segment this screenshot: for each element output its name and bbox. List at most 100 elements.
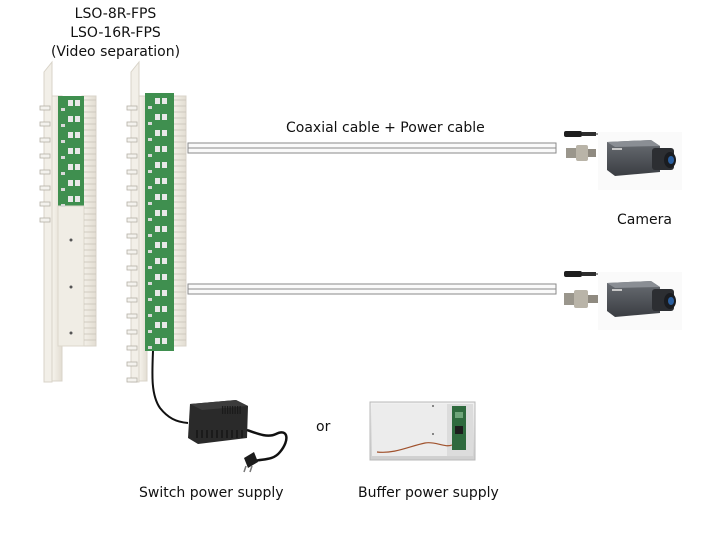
title-line-model-8: LSO-8R-FPS — [74, 6, 157, 22]
vent-slot — [227, 406, 229, 414]
terminal-pin — [126, 297, 138, 303]
vent-slot — [237, 406, 239, 414]
terminal-pin — [126, 137, 138, 143]
terminal-pin — [126, 121, 138, 127]
diagram-title: LSO-8R-FPS LSO-16R-FPS (Video separation… — [48, 5, 183, 62]
vent-slot — [229, 406, 231, 414]
vent-slot — [206, 430, 208, 438]
pcb-component — [148, 186, 152, 189]
terminal-pin — [126, 361, 138, 367]
cable-label: Coaxial cable + Power cable — [286, 120, 485, 136]
pcb-component — [75, 180, 80, 186]
pcb-component — [75, 132, 80, 138]
pcb-component — [68, 116, 73, 122]
pcb-component — [68, 196, 73, 202]
camera-body — [607, 140, 676, 176]
camera-2 — [564, 271, 682, 330]
pcb-component — [61, 140, 65, 143]
pcb-component — [148, 298, 152, 301]
pcb-component — [148, 170, 152, 173]
pcb-component — [155, 114, 160, 120]
pcb-component — [148, 218, 152, 221]
terminal-pin — [126, 377, 138, 383]
panel-lso-16r-fps — [126, 60, 187, 383]
pcb-component — [155, 306, 160, 312]
pcb-component — [155, 130, 160, 136]
terminal-pin — [126, 105, 138, 111]
pcb-component — [162, 178, 167, 184]
vent-slot — [236, 430, 238, 438]
pcb-component — [61, 156, 65, 159]
pcb-component — [68, 132, 73, 138]
pcb-component — [162, 130, 167, 136]
pcb-component — [61, 108, 65, 111]
title-line-model-16: LSO-16R-FPS — [70, 25, 161, 41]
pcb-component — [162, 194, 167, 200]
terminal-pin — [126, 265, 138, 271]
terminal-pin — [39, 185, 51, 191]
pcb-component — [148, 266, 152, 269]
terminal-pin — [126, 201, 138, 207]
terminal-pin — [39, 153, 51, 159]
pcb-component — [75, 100, 80, 106]
switch-power-supply-label: Switch power supply — [139, 485, 284, 501]
pcb-component — [162, 274, 167, 280]
terminal-pin — [126, 169, 138, 175]
terminal-pin — [126, 233, 138, 239]
camera-1 — [564, 131, 682, 190]
pcb-component — [148, 282, 152, 285]
title-line-function: (Video separation) — [50, 44, 181, 60]
coaxial-power-cable-1 — [187, 142, 557, 154]
pcb-component — [148, 106, 152, 109]
pcb-component — [155, 210, 160, 216]
pcb-component — [162, 210, 167, 216]
terminal-pin — [126, 217, 138, 223]
vent-slot — [231, 430, 233, 438]
pcb-component — [75, 196, 80, 202]
dc-power-plug — [564, 131, 600, 137]
pcb-component — [68, 100, 73, 106]
pcb-component — [148, 346, 152, 349]
pcb-component — [162, 306, 167, 312]
pcb-component — [162, 258, 167, 264]
vent-slot — [196, 430, 198, 438]
pcb-component — [75, 148, 80, 154]
pcb-component — [148, 250, 152, 253]
terminal-pin — [39, 201, 51, 207]
vent-slot — [241, 430, 243, 438]
vent-slot — [239, 406, 241, 414]
vent-slot — [226, 430, 228, 438]
camera-label: Camera — [617, 212, 672, 228]
pcb-component — [155, 226, 160, 232]
pcb-component — [162, 242, 167, 248]
pcb-component — [155, 178, 160, 184]
vent-slot — [201, 430, 203, 438]
pcb-component — [68, 164, 73, 170]
pcb-component — [162, 114, 167, 120]
terminal-pin — [126, 329, 138, 335]
pcb-component — [61, 172, 65, 175]
terminal-pin — [39, 137, 51, 143]
pcb-component — [155, 98, 160, 104]
vent-slot — [216, 430, 218, 438]
pcb-component — [61, 204, 65, 207]
pcb-component — [148, 154, 152, 157]
pcb-component — [162, 146, 167, 152]
pcb-component — [155, 290, 160, 296]
power-cord — [151, 350, 189, 424]
pcb-component — [75, 164, 80, 170]
terminal-pin — [39, 121, 51, 127]
pcb-component — [148, 314, 152, 317]
pcb-component — [148, 330, 152, 333]
terminal-pin — [126, 153, 138, 159]
pcb-component — [75, 116, 80, 122]
vent-slot — [232, 406, 234, 414]
terminal-pin — [39, 169, 51, 175]
terminal-pin — [126, 345, 138, 351]
pcb-component — [61, 124, 65, 127]
pcb-component — [155, 242, 160, 248]
bnc-connector — [566, 145, 596, 161]
buffer-power-supply-label: Buffer power supply — [358, 485, 499, 501]
pcb-component — [155, 274, 160, 280]
